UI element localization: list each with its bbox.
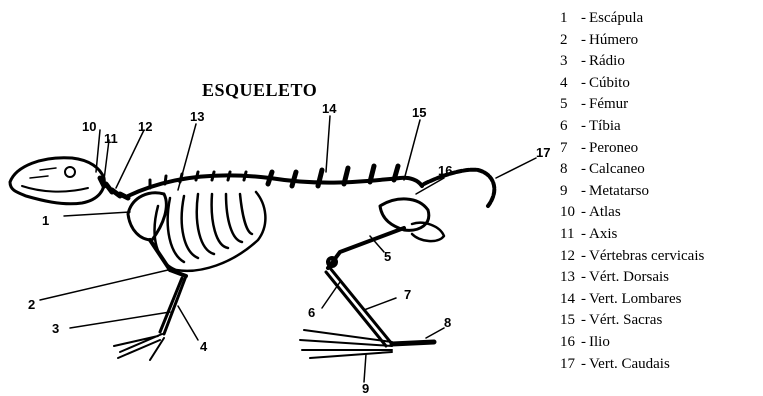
legend-item: 6-Tíbia bbox=[560, 116, 704, 138]
legend-number: 5 bbox=[560, 94, 578, 116]
legend-number: 15 bbox=[560, 310, 578, 332]
legend-number: 1 bbox=[560, 8, 578, 30]
legend-label: Axis bbox=[589, 226, 617, 242]
callout-11: 11 bbox=[104, 132, 118, 145]
legend-label: Vértebras cervicais bbox=[589, 248, 704, 264]
legend-item: 12-Vértebras cervicais bbox=[560, 246, 704, 268]
callout-9: 9 bbox=[362, 382, 369, 395]
callout-17: 17 bbox=[536, 146, 550, 159]
legend-list: 1-Escápula 2-Húmero 3-Rádio 4-Cúbito 5-F… bbox=[560, 8, 704, 375]
legend-number: 8 bbox=[560, 159, 578, 181]
legend-label: Escápula bbox=[589, 10, 643, 26]
ribcage bbox=[155, 192, 266, 271]
callout-14: 14 bbox=[322, 102, 336, 115]
legend-item: 16-Ilio bbox=[560, 332, 704, 354]
legend-label: Atlas bbox=[589, 204, 621, 220]
legend-number: 16 bbox=[560, 332, 578, 354]
legend-item: 1-Escápula bbox=[560, 8, 704, 30]
legend-label: Rádio bbox=[589, 53, 625, 69]
legend-label: Cúbito bbox=[589, 75, 630, 91]
legend-number: 2 bbox=[560, 30, 578, 52]
legend-label: Peroneo bbox=[589, 140, 638, 156]
callout-2: 2 bbox=[28, 298, 35, 311]
callout-12: 12 bbox=[138, 120, 152, 133]
legend-label: Vert. Lombares bbox=[589, 291, 681, 307]
legend-label: Calcaneo bbox=[589, 161, 645, 177]
legend-label: Tíbia bbox=[589, 118, 621, 134]
legend-label: Húmero bbox=[589, 32, 638, 48]
legend-item: 10-Atlas bbox=[560, 202, 704, 224]
legend-item: 3-Rádio bbox=[560, 51, 704, 73]
legend-item: 8-Calcaneo bbox=[560, 159, 704, 181]
legend-item: 17-Vert. Caudais bbox=[560, 354, 704, 376]
legend-number: 9 bbox=[560, 181, 578, 203]
legend-label: Vért. Sacras bbox=[589, 312, 662, 328]
callout-5: 5 bbox=[384, 250, 391, 263]
callout-16: 16 bbox=[438, 164, 452, 177]
legend-number: 12 bbox=[560, 246, 578, 268]
scapula bbox=[128, 193, 166, 240]
callout-15: 15 bbox=[412, 106, 426, 119]
legend-number: 10 bbox=[560, 202, 578, 224]
callout-6: 6 bbox=[308, 306, 315, 319]
callout-4: 4 bbox=[200, 340, 207, 353]
legend-number: 11 bbox=[560, 224, 578, 246]
legend-item: 5-Fémur bbox=[560, 94, 704, 116]
cervical-vertebrae bbox=[100, 178, 128, 198]
skull bbox=[10, 158, 104, 204]
leader-lines bbox=[40, 116, 536, 382]
legend-item: 14-Vert. Lombares bbox=[560, 289, 704, 311]
legend-label: Metatarso bbox=[589, 183, 649, 199]
pelvis bbox=[380, 199, 429, 230]
diagram-title: ESQUELETO bbox=[202, 80, 317, 101]
legend-label: Vert. Caudais bbox=[589, 356, 670, 372]
legend-label: Fémur bbox=[589, 96, 628, 112]
callout-1: 1 bbox=[42, 214, 49, 227]
callout-8: 8 bbox=[444, 316, 451, 329]
legend-number: 14 bbox=[560, 289, 578, 311]
tail bbox=[424, 170, 494, 206]
callout-10: 10 bbox=[82, 120, 96, 133]
legend-item: 7-Peroneo bbox=[560, 138, 704, 160]
pelvis-ischium bbox=[412, 223, 444, 241]
legend-number: 6 bbox=[560, 116, 578, 138]
hindlimb bbox=[300, 228, 434, 358]
legend-item: 2-Húmero bbox=[560, 30, 704, 52]
legend-number: 4 bbox=[560, 73, 578, 95]
legend-number: 7 bbox=[560, 138, 578, 160]
legend-item: 15-Vért. Sacras bbox=[560, 310, 704, 332]
legend-label: Ilio bbox=[589, 334, 610, 350]
legend-item: 13-Vért. Dorsais bbox=[560, 267, 704, 289]
legend-label: Vért. Dorsais bbox=[589, 269, 669, 285]
callout-13: 13 bbox=[190, 110, 204, 123]
legend-item: 9-Metatarso bbox=[560, 181, 704, 203]
callout-7: 7 bbox=[404, 288, 411, 301]
callout-3: 3 bbox=[52, 322, 59, 335]
legend-number: 13 bbox=[560, 267, 578, 289]
forelimb bbox=[114, 240, 186, 360]
legend-item: 4-Cúbito bbox=[560, 73, 704, 95]
spine bbox=[128, 166, 422, 196]
legend-number: 17 bbox=[560, 354, 578, 376]
legend-number: 3 bbox=[560, 51, 578, 73]
legend-item: 11-Axis bbox=[560, 224, 704, 246]
